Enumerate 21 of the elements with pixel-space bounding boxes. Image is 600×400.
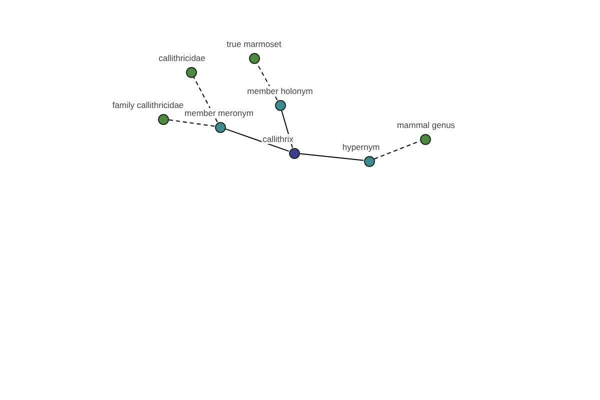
node-label: mammal genus <box>396 120 456 130</box>
node-label: family callithricidae <box>111 100 185 110</box>
node-label: member meronym <box>184 108 254 118</box>
node-circle <box>186 66 196 78</box>
connector-line <box>298 153 364 161</box>
node-label: true marmoset <box>226 38 282 48</box>
dashed-line <box>193 76 218 123</box>
node-circle <box>420 134 430 144</box>
dashed-line <box>168 119 216 127</box>
node-circle <box>158 114 168 124</box>
node-label: callithricidae <box>158 52 206 62</box>
node-label: hypernym <box>341 142 381 152</box>
node-circle <box>364 156 374 166</box>
node-label: callithrix <box>262 134 294 144</box>
node-circle <box>274 100 286 110</box>
dashed-line <box>374 140 420 160</box>
node-circle <box>248 52 260 64</box>
node-label: member holonym <box>246 86 314 96</box>
connector-line <box>224 128 290 152</box>
node-circle <box>214 122 226 132</box>
node-circle <box>288 148 300 158</box>
